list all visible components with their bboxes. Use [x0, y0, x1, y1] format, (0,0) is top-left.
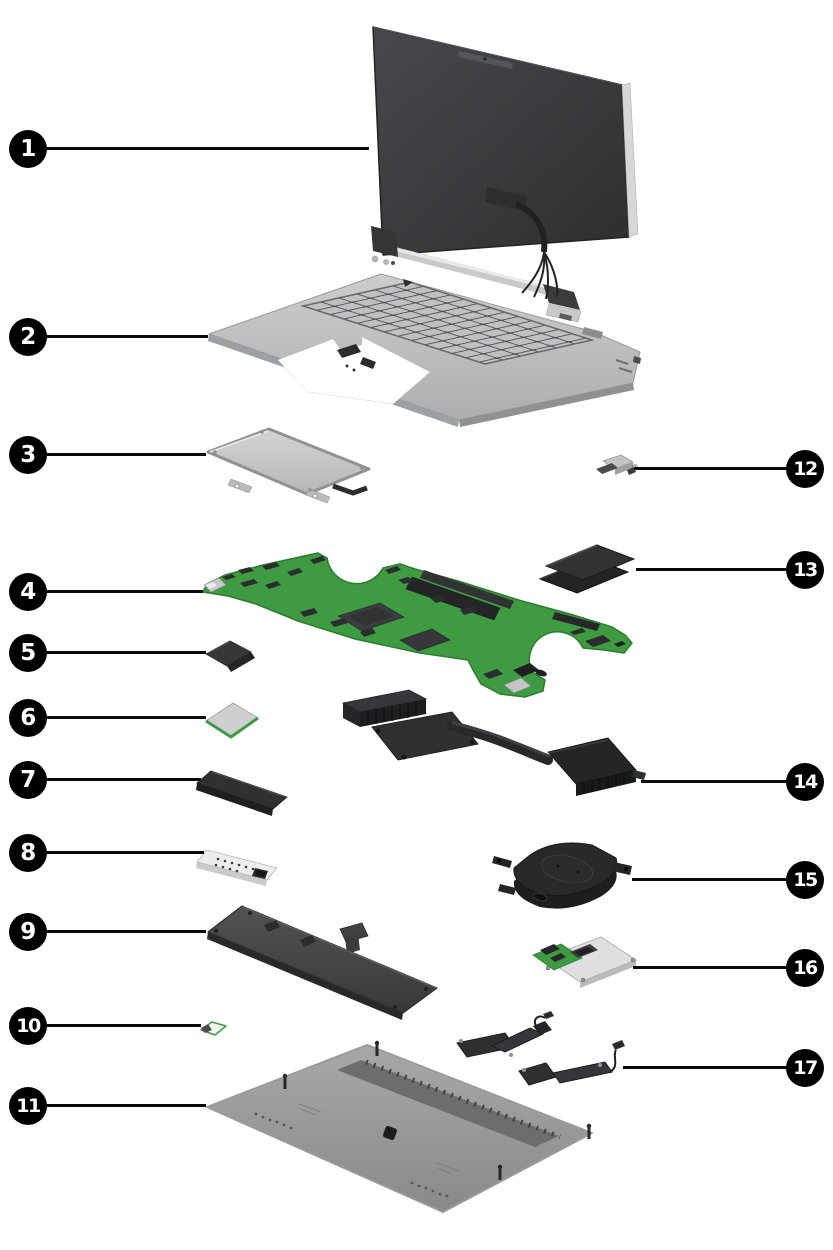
small-sensor-board-illustration	[200, 1021, 227, 1036]
display-edge-trim	[621, 82, 639, 238]
callout-17-number: 17	[793, 1056, 818, 1079]
callout-2-badge: 2	[9, 318, 47, 356]
vent-band	[337, 1060, 559, 1147]
callout-7-badge: 7	[9, 761, 47, 799]
hinge-vent-ticks	[365, 1059, 561, 1140]
touchpad-cable	[332, 483, 368, 496]
callout-6-number: 6	[20, 704, 36, 731]
callout-8-number: 8	[20, 839, 36, 866]
callout-5-line	[46, 651, 206, 654]
callout-16-number: 16	[793, 956, 818, 979]
callout-7-line	[46, 778, 201, 781]
board-components	[222, 556, 503, 679]
callout-14-line	[641, 780, 787, 783]
callout-8-line	[46, 851, 204, 854]
callout-4-number: 4	[20, 578, 36, 605]
ssd-illustration	[196, 770, 288, 816]
side-port	[615, 359, 629, 365]
callout-17-line	[623, 1066, 787, 1069]
callout-14-badge: 14	[786, 763, 824, 801]
callout-10-badge: 10	[9, 1007, 47, 1045]
callout-12-badge: 12	[786, 450, 824, 488]
callout-1-number: 1	[20, 135, 36, 162]
heat-sink-illustration	[341, 689, 646, 796]
callout-6-line	[46, 716, 206, 719]
side-port	[618, 367, 633, 373]
usb-port	[503, 677, 532, 694]
callout-11-badge: 11	[9, 1087, 47, 1125]
callout-13-badge: 13	[786, 551, 824, 589]
callout-17-badge: 17	[786, 1049, 824, 1087]
keyboard	[300, 281, 595, 365]
callout-15-number: 15	[793, 868, 818, 891]
callout-15-badge: 15	[786, 861, 824, 899]
connector-board-illustration	[196, 849, 278, 886]
fan-illustration	[492, 842, 632, 909]
callout-16-line	[633, 966, 787, 969]
wlan-module-illustration	[205, 702, 259, 739]
callout-1-line	[46, 147, 369, 150]
callout-2-number: 2	[20, 323, 36, 350]
callout-5-number: 5	[20, 639, 36, 666]
callout-13-line	[636, 568, 787, 571]
callout-13-number: 13	[793, 558, 818, 581]
callout-11-number: 11	[16, 1094, 41, 1117]
callout-8-badge: 8	[9, 834, 47, 872]
callout-10-number: 10	[16, 1014, 41, 1037]
callout-4-badge: 4	[9, 573, 47, 611]
system-board-illustration	[202, 552, 633, 698]
callout-15-line	[632, 878, 787, 881]
callout-14-number: 14	[793, 770, 818, 793]
usb-c-port	[535, 669, 547, 677]
callout-3-badge: 3	[9, 436, 47, 474]
battery-illustration	[207, 905, 438, 1020]
display-assembly-illustration	[371, 26, 639, 323]
bottom-cover-illustration	[206, 1040, 593, 1213]
speakers-illustration	[456, 1011, 625, 1086]
battery-connector	[339, 922, 369, 943]
usb-port-dark	[513, 663, 539, 677]
callout-9-line	[46, 930, 206, 933]
shield-plates-illustration	[538, 544, 636, 594]
left-hinge	[371, 226, 398, 257]
callout-1-badge: 1	[9, 130, 47, 168]
callout-9-number: 9	[20, 918, 36, 945]
callout-4-line	[46, 590, 203, 593]
small-module-illustration	[205, 640, 255, 672]
callout-12-line	[634, 467, 787, 470]
callout-12-number: 12	[793, 457, 818, 480]
callout-9-badge: 9	[9, 913, 47, 951]
callout-16-badge: 16	[786, 949, 824, 987]
heat-pipe	[447, 721, 553, 765]
top-cover-keyboard-illustration	[208, 273, 641, 427]
hinge-rod	[388, 246, 558, 297]
callout-3-number: 3	[20, 441, 36, 468]
callout-5-badge: 5	[9, 634, 47, 672]
callout-6-badge: 6	[9, 699, 47, 737]
touchpad-illustration	[206, 427, 371, 504]
card-reader-illustration	[532, 936, 637, 988]
callout-7-number: 7	[20, 766, 36, 793]
display-cables	[514, 201, 559, 300]
callout-2-line	[46, 335, 208, 338]
right-hinge	[543, 284, 580, 310]
bracket-part-illustration	[596, 454, 638, 475]
callout-10-line	[46, 1024, 201, 1027]
callout-11-line	[46, 1104, 206, 1107]
callout-3-line	[46, 453, 206, 456]
